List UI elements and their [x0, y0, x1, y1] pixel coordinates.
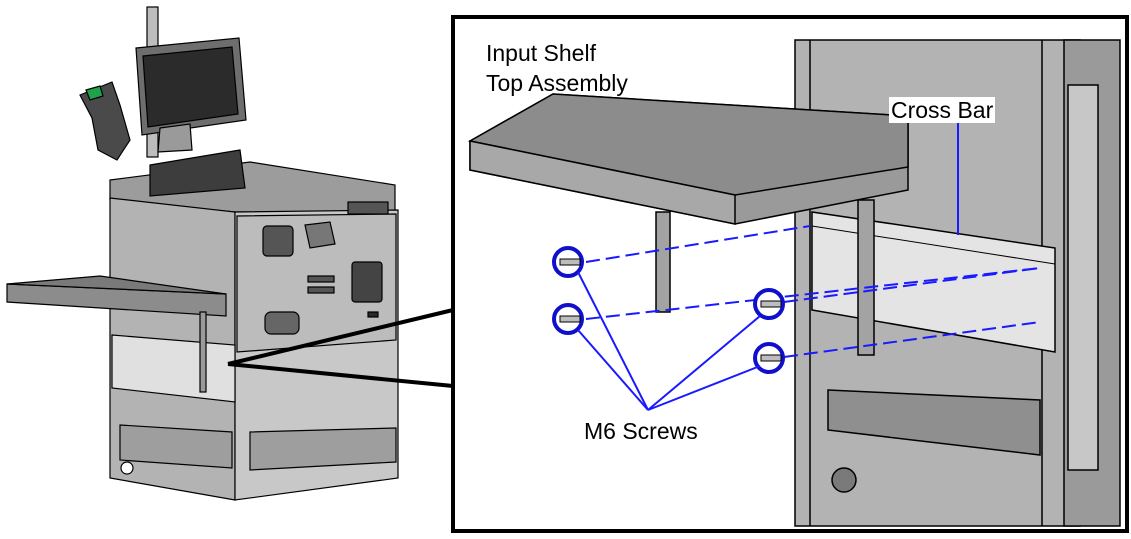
screw	[753, 288, 785, 320]
screw	[552, 303, 584, 335]
shelf-title-line-2: Top Assembly	[486, 70, 628, 96]
m6-screws-label: M6 Screws	[584, 418, 698, 444]
screw	[753, 342, 785, 374]
screw	[552, 246, 584, 278]
screw-leaders	[577, 271, 761, 411]
m6-screws	[552, 246, 785, 374]
kiosk-overview	[6, 6, 399, 501]
input-shelf-top-assembly	[467, 93, 909, 356]
shelf-title-line-1: Input Shelf	[486, 40, 596, 66]
screw-paths	[585, 225, 1041, 358]
detail-connector	[227, 308, 454, 388]
cross-bar-label: Cross Bar	[889, 97, 996, 123]
